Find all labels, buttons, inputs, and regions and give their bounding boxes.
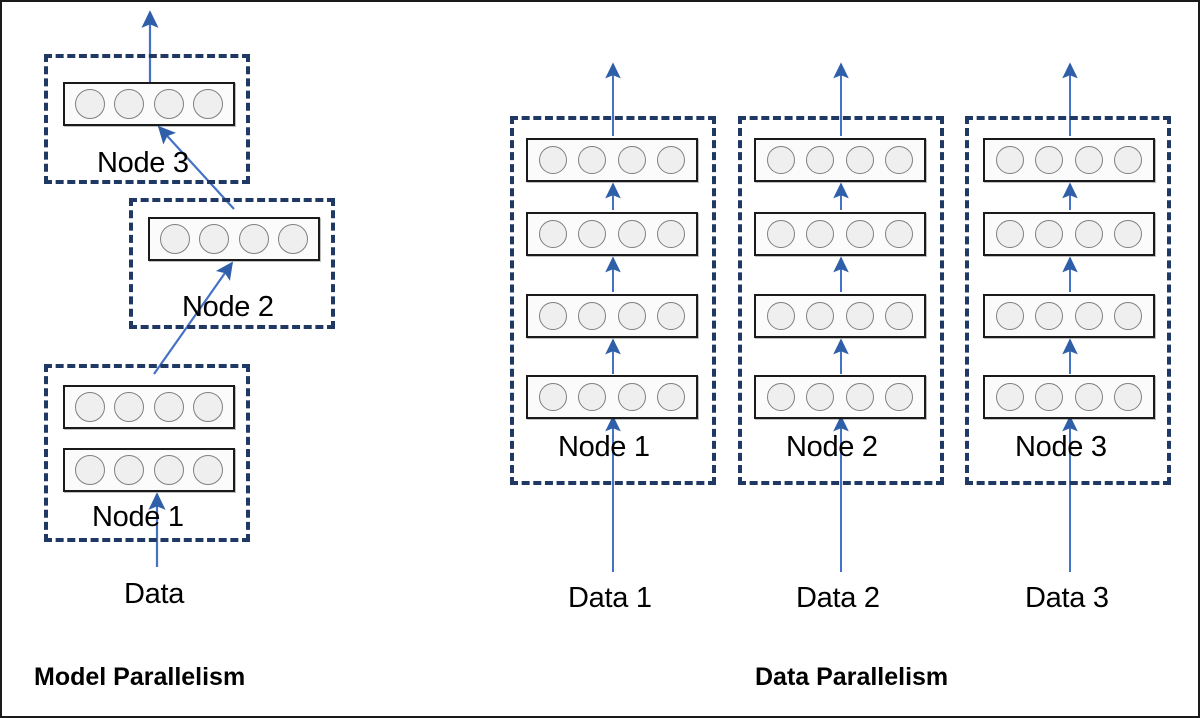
mp-data-label: Data [124, 578, 185, 610]
neuron [656, 302, 685, 330]
neuron [884, 383, 913, 411]
neuron [578, 146, 607, 174]
neuron [845, 302, 874, 330]
dp3-layer-3[interactable] [983, 212, 1155, 256]
neuron [539, 146, 568, 174]
neuron [159, 224, 190, 254]
neuron [238, 224, 269, 254]
neuron [153, 392, 184, 422]
neuron [1074, 146, 1103, 174]
neuron [806, 302, 835, 330]
neuron [578, 220, 607, 248]
neuron [617, 383, 646, 411]
neuron [617, 302, 646, 330]
neuron [1113, 220, 1142, 248]
neuron [1113, 146, 1142, 174]
dp-node-group-1[interactable] [510, 116, 716, 485]
dp-node2-label: Node 2 [786, 431, 878, 463]
dp2-layer-1[interactable] [754, 375, 926, 419]
neuron [996, 383, 1025, 411]
neuron [74, 89, 105, 119]
neuron [845, 383, 874, 411]
dp3-layer-4[interactable] [983, 138, 1155, 182]
dp-data2-label: Data 2 [796, 582, 880, 614]
neuron [806, 383, 835, 411]
neuron [617, 146, 646, 174]
neuron [1035, 302, 1064, 330]
neuron [74, 455, 105, 485]
neuron [767, 383, 796, 411]
dp2-layer-3[interactable] [754, 212, 926, 256]
dp3-layer-1[interactable] [983, 375, 1155, 419]
dp-data1-label: Data 1 [568, 582, 652, 614]
neuron [845, 146, 874, 174]
neuron [1074, 383, 1103, 411]
neuron [1035, 146, 1064, 174]
mp-node-group-3[interactable] [44, 54, 250, 184]
neuron [1035, 383, 1064, 411]
dp-node-group-3[interactable] [965, 116, 1171, 485]
neuron [74, 392, 105, 422]
neuron [656, 220, 685, 248]
neuron [114, 392, 145, 422]
mp-node3-label: Node 3 [97, 147, 189, 179]
neuron [539, 220, 568, 248]
caption-data-parallelism: Data Parallelism [755, 663, 949, 691]
neuron [884, 302, 913, 330]
dp3-layer-2[interactable] [983, 294, 1155, 338]
neuron [996, 146, 1025, 174]
neuron [578, 302, 607, 330]
neuron [578, 383, 607, 411]
caption-model-parallelism: Model Parallelism [34, 663, 246, 691]
neuron [884, 220, 913, 248]
dp-node3-label: Node 3 [1015, 431, 1107, 463]
mp-node3-layer-1[interactable] [63, 82, 235, 126]
neuron [845, 220, 874, 248]
dp1-layer-4[interactable] [526, 138, 698, 182]
neuron [278, 224, 309, 254]
neuron [1074, 220, 1103, 248]
neuron [193, 455, 224, 485]
dp2-layer-4[interactable] [754, 138, 926, 182]
neuron [114, 89, 145, 119]
neuron [153, 89, 184, 119]
neuron [539, 302, 568, 330]
neuron [806, 220, 835, 248]
neuron [656, 383, 685, 411]
mp-node-group-1[interactable] [44, 364, 250, 542]
dp1-layer-2[interactable] [526, 294, 698, 338]
neuron [996, 302, 1025, 330]
neuron [114, 455, 145, 485]
mp-node2-label: Node 2 [182, 291, 274, 323]
neuron [153, 455, 184, 485]
neuron [884, 146, 913, 174]
dp1-layer-1[interactable] [526, 375, 698, 419]
mp-node-group-2[interactable] [129, 198, 335, 329]
neuron [1113, 302, 1142, 330]
neuron [1035, 220, 1064, 248]
dp-node-group-2[interactable] [738, 116, 944, 485]
neuron [767, 302, 796, 330]
neuron [193, 392, 224, 422]
dp1-layer-3[interactable] [526, 212, 698, 256]
neuron [767, 220, 796, 248]
neuron [656, 146, 685, 174]
neuron [996, 220, 1025, 248]
dp-data3-label: Data 3 [1025, 582, 1109, 614]
mp-node1-label: Node 1 [92, 501, 184, 533]
mp-node1-layer-2[interactable] [63, 385, 235, 429]
neuron [767, 146, 796, 174]
neuron [199, 224, 230, 254]
neuron [617, 220, 646, 248]
neuron [1113, 383, 1142, 411]
neuron [1074, 302, 1103, 330]
dp2-layer-2[interactable] [754, 294, 926, 338]
neuron [539, 383, 568, 411]
mp-node1-layer-1[interactable] [63, 448, 235, 492]
dp-node1-label: Node 1 [558, 431, 650, 463]
neuron [193, 89, 224, 119]
mp-node2-layer-1[interactable] [148, 217, 320, 261]
neuron [806, 146, 835, 174]
